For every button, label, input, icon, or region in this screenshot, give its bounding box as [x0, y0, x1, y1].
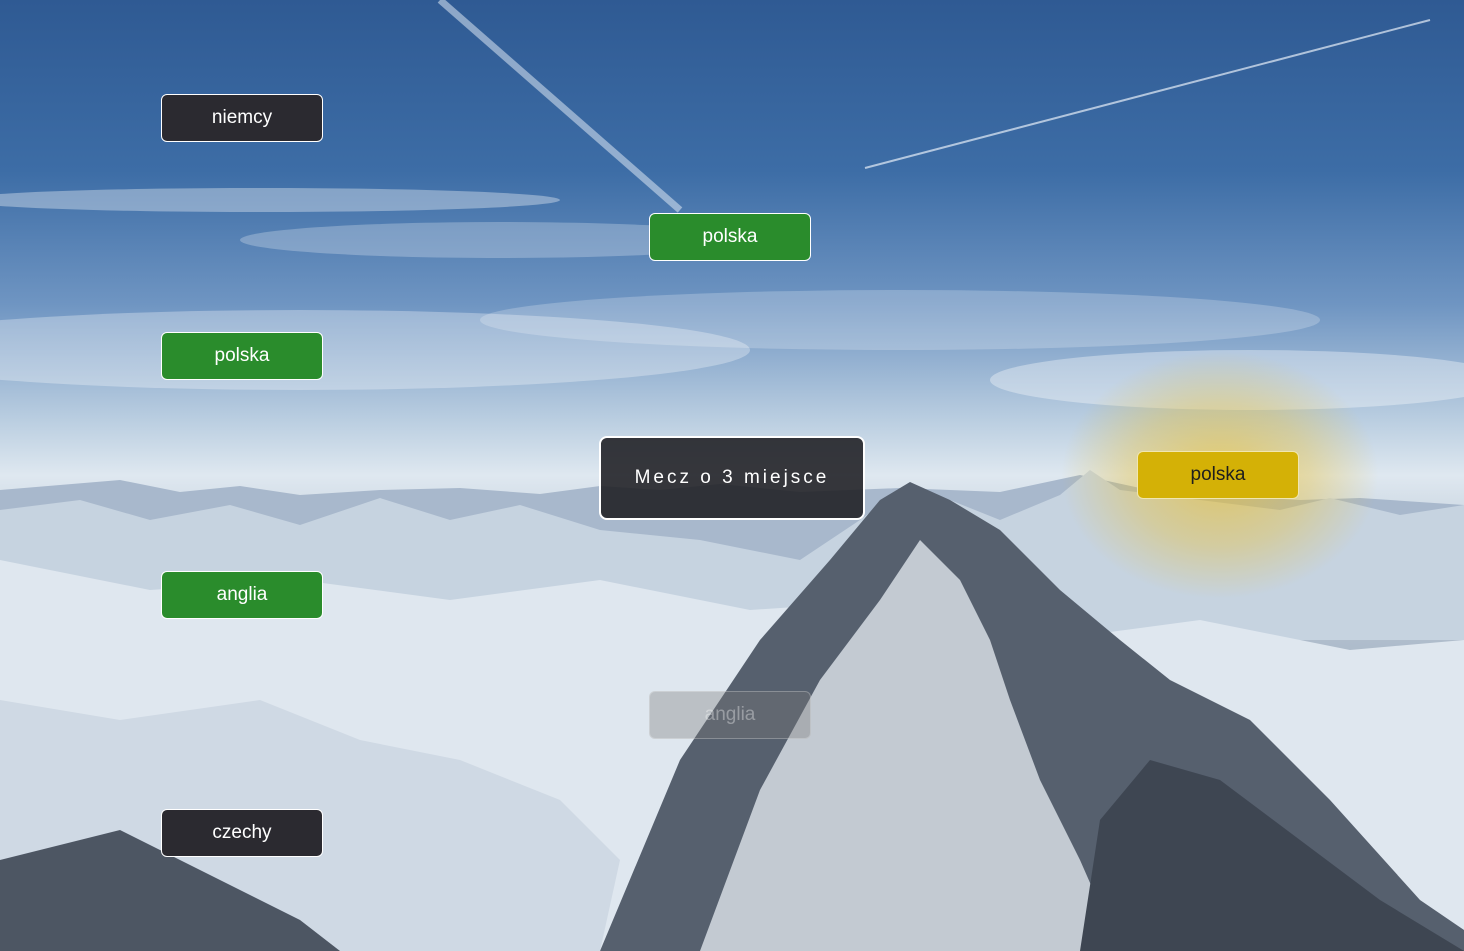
team-polska-button[interactable]: polska: [161, 332, 323, 380]
match-title: Mecz o 3 miejsce: [599, 436, 865, 520]
team-czechy-button[interactable]: czechy: [161, 809, 323, 857]
team-niemcy-button[interactable]: niemcy: [161, 94, 323, 142]
semifinal-bottom-button[interactable]: anglia: [649, 691, 811, 739]
team-anglia-button[interactable]: anglia: [161, 571, 323, 619]
winner-button[interactable]: polska: [1137, 451, 1299, 499]
semifinal-top-button[interactable]: polska: [649, 213, 811, 261]
